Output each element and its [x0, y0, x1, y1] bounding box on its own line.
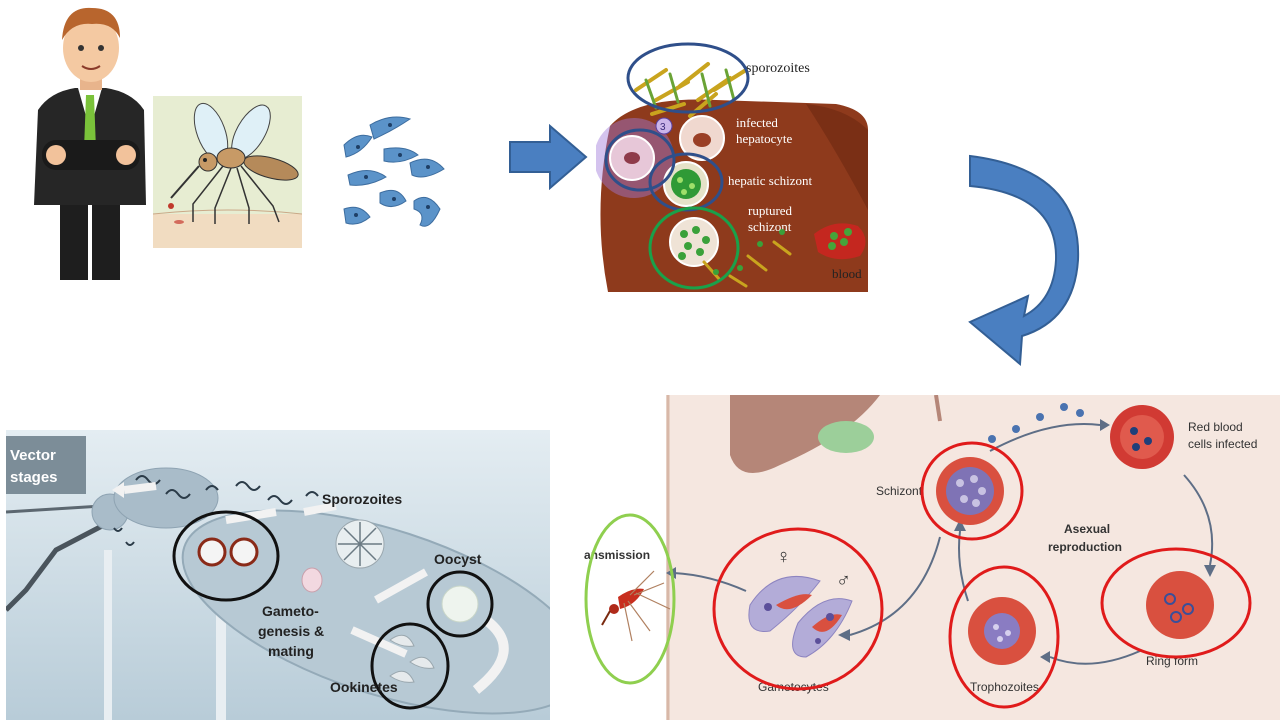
vector-title-line2: stages	[10, 469, 58, 486]
label-gametocytes: Gametocytes	[758, 680, 829, 694]
label-trophozoites: Trophozoites	[970, 680, 1039, 694]
label-ookinetes: Ookinetes	[330, 679, 398, 695]
female-symbol: ♀	[776, 546, 791, 568]
step-number-3: 3	[660, 122, 666, 133]
vector-stages-diagram: Vector stages Sporozoites	[6, 430, 550, 720]
mosquito-bite-image	[153, 96, 302, 248]
label-infected: infected	[736, 115, 778, 130]
label-rbc-infected-line2: cells infected	[1188, 437, 1257, 451]
label-sporozoites: sporozoites	[746, 61, 810, 76]
label-gametogenesis-line2: genesis &	[258, 623, 324, 639]
label-vector-sporozoites: Sporozoites	[322, 491, 402, 507]
vector-title-line1: Vector	[10, 447, 56, 464]
man-illustration	[20, 0, 160, 285]
label-ruptured: ruptured	[748, 203, 793, 218]
label-transmission: ansmission	[584, 548, 650, 562]
liver-stage-diagram: sporozoites 3 infected hepatocyte hepati…	[596, 30, 872, 292]
male-symbol: ♂	[836, 570, 851, 592]
label-gametogenesis-line3: mating	[268, 643, 314, 659]
label-gametogenesis-line1: Gameto-	[262, 603, 319, 619]
label-rbc-infected-line1: Red blood	[1188, 420, 1243, 434]
label-hepatocyte: hepatocyte	[736, 131, 793, 146]
sporozoite-cells-image	[340, 105, 452, 235]
label-asexual-line2: reproduction	[1048, 540, 1122, 554]
label-blood: blood	[832, 266, 862, 281]
label-hepatic-schizont: hepatic schizont	[728, 173, 812, 188]
label-oocyst: Oocyst	[434, 551, 482, 567]
label-schizont: schizont	[748, 219, 792, 234]
arrow-right-icon	[508, 124, 588, 190]
blood-stages-diagram: Red blood cells infected Schizont Asexua…	[580, 395, 1280, 720]
label-schizont-blood: Schizont	[876, 484, 923, 498]
label-asexual-line1: Asexual	[1064, 522, 1110, 536]
curved-arrow-down-icon	[960, 150, 1090, 375]
